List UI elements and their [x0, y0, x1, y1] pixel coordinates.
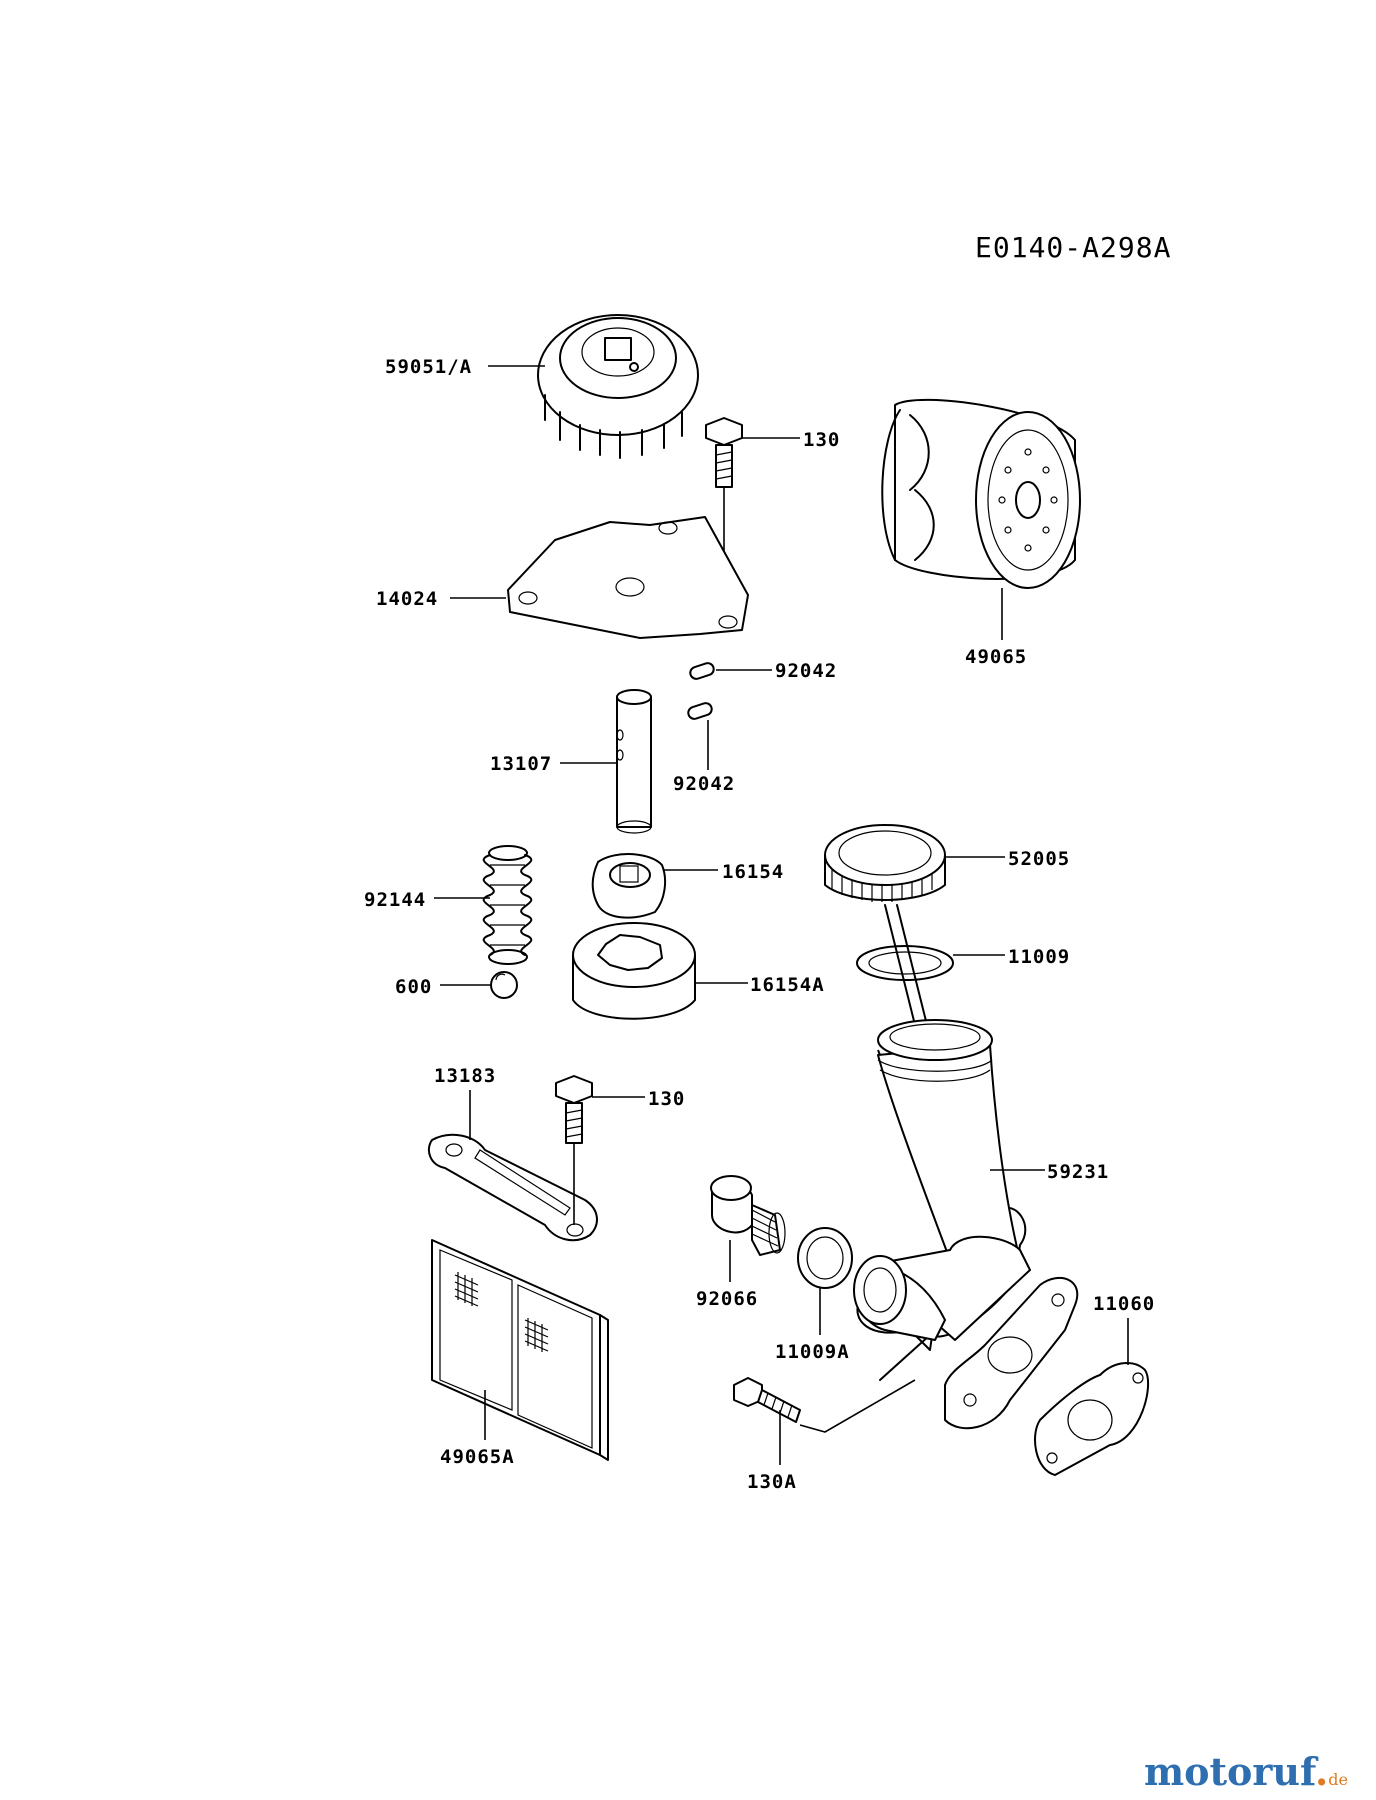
- oil-filter-drawing: [881, 398, 1081, 589]
- label-pump-cover: 14024: [376, 588, 438, 610]
- filler-cap-drawing: [824, 824, 946, 902]
- logo-text: motoruf: [1143, 1749, 1316, 1794]
- strainer-drawing: [431, 1239, 609, 1461]
- shaft-drawing: [616, 689, 652, 834]
- label-ball: 600: [395, 976, 432, 998]
- label-bolt-top: 130: [803, 429, 840, 451]
- label-inner-rotor: 16154: [722, 861, 784, 883]
- o-ring-drawing: [856, 945, 954, 981]
- diagram-code: E0140-A298A: [975, 231, 1171, 264]
- label-shaft: 13107: [490, 753, 552, 775]
- inner-rotor-drawing: [591, 853, 667, 919]
- label-pin-lower: 92042: [673, 773, 735, 795]
- label-o-ring: 11009: [1008, 946, 1070, 968]
- label-gasket-ring: 11009A: [775, 1341, 850, 1363]
- label-strainer: 49065A: [440, 1446, 515, 1468]
- label-drain-plug: 92066: [696, 1288, 758, 1310]
- plate-drawing: [427, 1133, 598, 1242]
- site-logo: motoruf.de: [1143, 1749, 1348, 1794]
- label-gasket: 11060: [1093, 1293, 1155, 1315]
- label-outer-rotor: 16154A: [750, 974, 825, 996]
- bolt-bottom-drawing: [733, 1377, 801, 1423]
- label-spring: 92144: [364, 889, 426, 911]
- label-filler-pipe: 59231: [1047, 1161, 1109, 1183]
- spring-drawing: [482, 845, 533, 965]
- outer-rotor-drawing: [572, 922, 696, 1020]
- label-pin-upper: 92042: [775, 660, 837, 682]
- gear-drawing: [537, 314, 699, 459]
- filler-pipe-drawing: [853, 1019, 1079, 1430]
- label-oil-filter: 49065: [965, 646, 1027, 668]
- bolt-top-drawing: [705, 417, 743, 488]
- label-bolt-mid: 130: [648, 1088, 685, 1110]
- gasket-ring-drawing: [797, 1227, 853, 1289]
- ball-drawing: [490, 971, 518, 999]
- logo-suffix: de: [1328, 1770, 1348, 1789]
- gasket-drawing: [1034, 1362, 1150, 1476]
- label-filler-cap: 52005: [1008, 848, 1070, 870]
- pump-cover-drawing: [507, 516, 749, 639]
- drain-plug-drawing: [710, 1175, 786, 1256]
- label-bolt-bottom: 130A: [747, 1471, 797, 1493]
- bolt-mid-drawing: [555, 1075, 593, 1144]
- pins-drawing: [687, 662, 715, 720]
- label-gear: 59051/A: [385, 356, 472, 378]
- label-plate: 13183: [434, 1065, 496, 1087]
